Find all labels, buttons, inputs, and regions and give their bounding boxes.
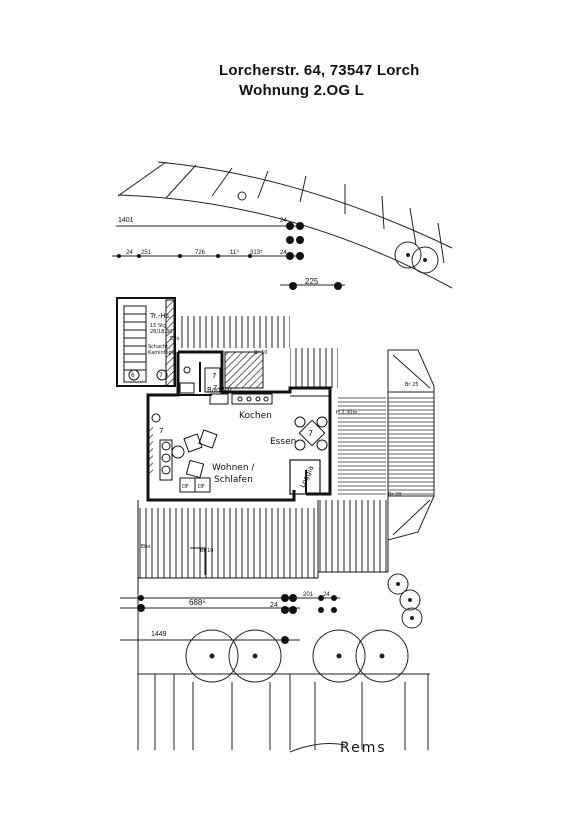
label-loggia: Loggia bbox=[298, 465, 315, 489]
label-essen: Essen bbox=[270, 437, 296, 447]
roof-hatching bbox=[138, 316, 388, 578]
address-title: Lorcherstr. 64, 73547 Lorch bbox=[219, 62, 420, 79]
marker-6: 6 bbox=[131, 372, 135, 379]
label-river: Rems bbox=[340, 740, 387, 756]
staircase bbox=[116, 297, 176, 387]
marker-7-living: 7 bbox=[159, 427, 163, 435]
label-steps: 15 Stg bbox=[150, 323, 166, 329]
label-kaminfeger: Kaminfeger bbox=[148, 350, 178, 356]
dim-251: 251 bbox=[141, 250, 152, 256]
dim-24-bottom: 24 bbox=[270, 602, 278, 609]
label-wohnen: Wohnen / bbox=[212, 463, 255, 473]
dim-24-right: 24 bbox=[323, 592, 330, 598]
bathroom-fixtures bbox=[179, 366, 221, 394]
label-treppenhaus: Tr.-Hs. bbox=[149, 312, 171, 320]
kitchen-counter bbox=[209, 393, 273, 405]
dimension-markers-top bbox=[117, 222, 342, 290]
label-df-2: DF bbox=[198, 484, 205, 490]
dim-726: 726 bbox=[195, 250, 206, 256]
lower-outline bbox=[137, 500, 389, 590]
bottom-boundary bbox=[137, 590, 430, 753]
label-ebo-1: Ebo bbox=[170, 336, 179, 342]
dim-688: 688⁵ bbox=[189, 598, 206, 607]
marker-7-bath: 7 bbox=[212, 372, 216, 380]
dim-313: 313⁵ bbox=[250, 249, 263, 256]
tree-symbols-bottom bbox=[185, 629, 409, 683]
label-step-detail: 26/18,30 bbox=[150, 329, 172, 335]
dim-11: 11⁵ bbox=[230, 249, 239, 256]
label-df-1: DF bbox=[182, 484, 189, 490]
marker-7-stair: 7 bbox=[159, 372, 163, 379]
label-ebo-2: Ebo bbox=[141, 544, 150, 550]
tree-symbols-right bbox=[387, 573, 423, 629]
label-schlafen: Schlafen bbox=[214, 475, 253, 485]
dim-1449: 1449 bbox=[151, 631, 167, 638]
label-kochen: Kochen bbox=[239, 411, 272, 421]
label-br10: Br 10 bbox=[254, 350, 267, 356]
dim-1401: 1401 bbox=[118, 217, 134, 224]
dim-225: 225 bbox=[305, 277, 319, 286]
tree-symbols-top bbox=[394, 241, 439, 274]
dim-24-c: 24 bbox=[280, 250, 287, 256]
marker-7-bath-b: 7 bbox=[213, 384, 217, 392]
apartment-title: Wohnung 2.OG L bbox=[239, 82, 365, 99]
label-schacht: Schacht bbox=[148, 344, 168, 350]
label-br10-b: Br 10 bbox=[200, 548, 213, 554]
dimension-markers-bottom bbox=[137, 594, 337, 644]
label-br20: Br 20 bbox=[388, 492, 401, 498]
living-furniture bbox=[151, 413, 218, 493]
marker-7-dining: 7 bbox=[308, 429, 313, 438]
dim-24-top: 24 bbox=[280, 218, 287, 224]
dimension-lines-bottom bbox=[120, 597, 340, 641]
label-br25: Br 25 bbox=[405, 382, 418, 388]
roof-outline-right bbox=[387, 349, 435, 541]
apartment-walls bbox=[146, 350, 332, 502]
dim-201: 201 bbox=[303, 592, 314, 598]
property-lines bbox=[117, 161, 453, 289]
label-bad: Bad/Wc bbox=[207, 386, 234, 394]
label-height: H 2,30m bbox=[336, 410, 357, 416]
dim-24-left: 24 bbox=[126, 250, 133, 256]
dining-table bbox=[294, 416, 328, 451]
